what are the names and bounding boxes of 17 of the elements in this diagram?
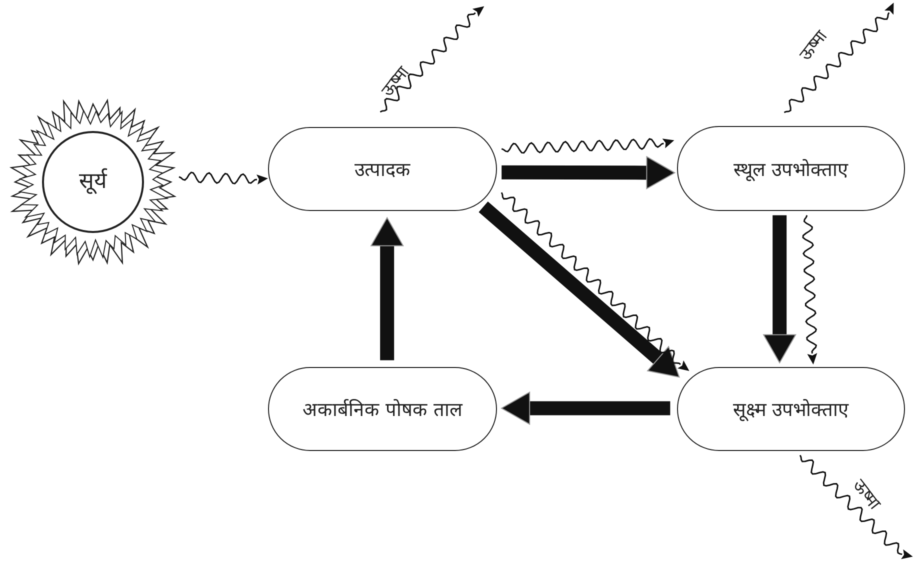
process-box: अकार्बनिक पोषक ताल: [268, 367, 497, 451]
wavy-arrow: [799, 454, 913, 560]
process-box: स्थूल उपभोक्ताए: [677, 126, 905, 211]
block-arrow: [478, 202, 680, 378]
process-box: सूक्ष्म उपभोक्ताए: [677, 367, 905, 451]
block-arrow: [502, 156, 676, 190]
sun-label: सूर्य: [78, 168, 108, 196]
wavy-arrow: [501, 138, 674, 154]
wavy-arrow: [380, 6, 484, 113]
wavy-arrow: [784, 2, 894, 114]
wavy-arrow: [500, 192, 690, 371]
block-arrow: [763, 215, 796, 364]
block-arrow: [370, 217, 404, 360]
wavy-arrow: [178, 172, 268, 184]
block-arrow: [501, 392, 670, 425]
process-box: उत्पादक: [268, 127, 497, 211]
wavy-arrow: [802, 215, 818, 364]
